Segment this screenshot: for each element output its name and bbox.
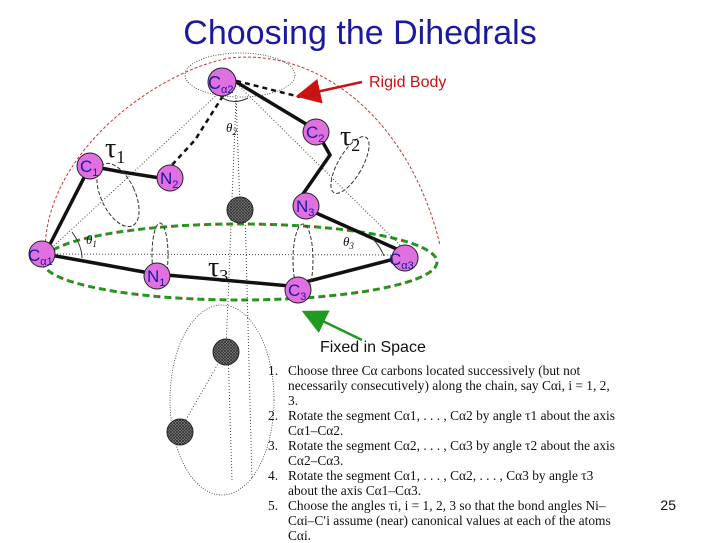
hanging-chain [179,94,253,481]
tau2-label: τ2 [340,121,360,155]
procedure-steps: 1.Choose three Cα carbons located succes… [268,363,618,543]
rigid-body-arrow [295,78,363,104]
fixed-space-arrow [301,310,363,342]
hatched-atom [212,338,240,366]
tau1-ellipse [96,162,140,228]
step-item: 4.Rotate the segment Cα1, . . . , Cα2, .… [268,468,594,498]
rigid-body-label: Rigid Body [369,74,446,91]
atom-n2: N2 [156,164,184,192]
svg-text:N1: N1 [147,267,165,289]
theta3-label: θ3 [343,234,354,251]
atom-c3: C3 [284,276,312,304]
page-title: Choosing the Dihedrals [183,14,537,52]
atom-ca3: Cα3 [389,244,419,272]
atom-ca2: Cα2 [207,67,237,97]
svg-text:N2: N2 [160,169,178,191]
svg-text:Cα3: Cα3 [389,250,414,272]
backbone-left [43,164,161,255]
atom-n3: N3 [292,192,320,220]
atom-n1: N1 [143,262,171,290]
atom-ca1: Cα1 [28,240,56,268]
hatched-atom [226,196,254,224]
svg-text:Cα1: Cα1 [28,246,53,268]
theta1-arc [71,231,83,259]
step-item: 2.Rotate the segment Cα1, . . . , Cα2 by… [268,408,615,438]
atom-c1: C1 [76,152,104,180]
step-item: 5.Choose the angles τi, i = 1, 2, 3 so t… [268,498,611,543]
tau-n1-ellipse [151,222,169,288]
fixed-space-ellipse-inner [42,223,438,301]
atom-c2: C2 [302,118,330,146]
svg-text:C1: C1 [80,157,98,179]
theta2-arc [219,95,249,102]
hatched-atom [166,418,194,446]
axis-ca1-ca2 [44,79,234,255]
rigid-body-boundary [44,56,441,253]
bond-dashed-ca2 [159,78,301,179]
theta1-label: θ1 [86,232,97,249]
backbone-upper [232,78,411,257]
tau1-label: τ1 [105,133,125,167]
theta2-label: θ2 [226,120,237,137]
backbone-bottom [44,252,411,288]
axis-ca2-ca3 [232,79,411,256]
svg-text:C3: C3 [288,281,306,303]
tau3-ring [169,304,275,496]
axis-ca1-ca3 [44,253,411,256]
tau3-label: τ3 [208,252,228,286]
theta3-arc [371,237,385,257]
svg-text:Cα2: Cα2 [208,73,233,96]
page-number: 25 [660,497,676,513]
tau-ca2-ellipse [184,52,296,98]
svg-text:N3: N3 [296,197,314,219]
fixed-space-label: Fixed in Space [320,339,426,356]
step-item: 3.Rotate the segment Cα2, . . . , Cα3 by… [268,438,615,468]
svg-text:C2: C2 [306,123,324,145]
tau2-ellipse [330,136,370,194]
step-item: 1.Choose three Cα carbons located succes… [268,363,610,408]
